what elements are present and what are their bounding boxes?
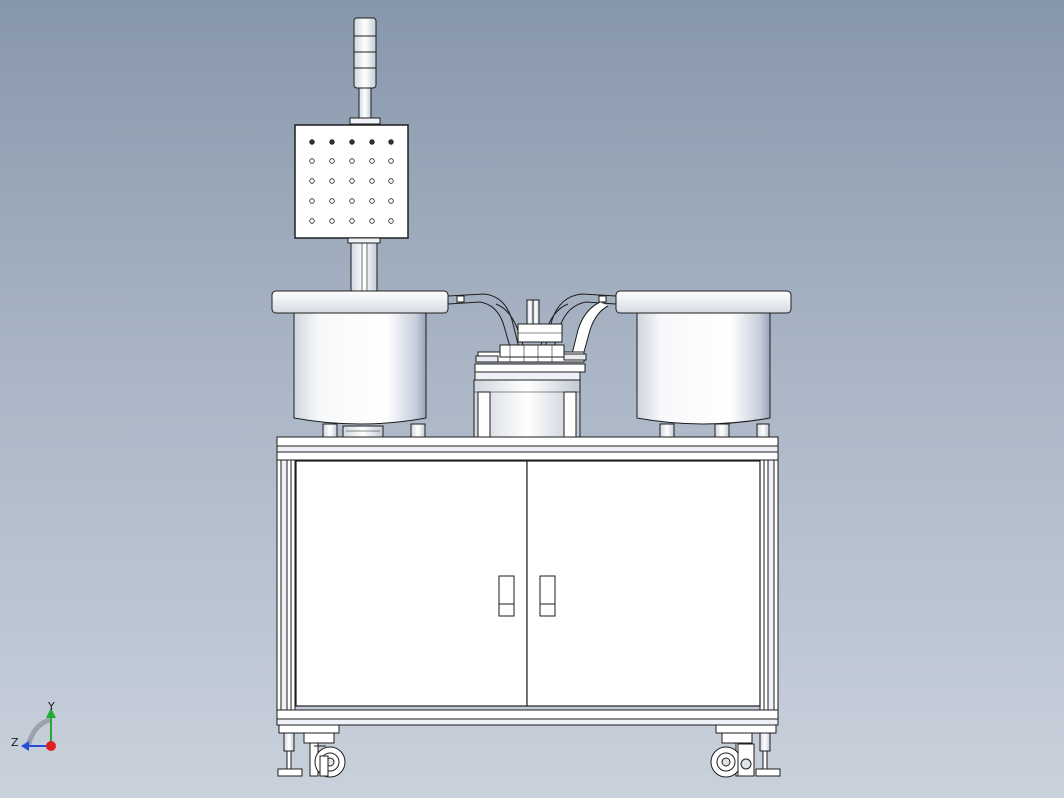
- signal-tower: [349, 17, 381, 125]
- cabinet-doors: [295, 460, 761, 707]
- y-axis-arrowhead: [46, 708, 56, 718]
- y-axis-label: Y: [47, 700, 55, 713]
- table-top: [276, 436, 779, 461]
- control-panel: [294, 124, 409, 244]
- x-axis-dot: [46, 741, 56, 751]
- z-axis-label: Z: [11, 736, 19, 749]
- left-vibratory-bowl: [271, 290, 449, 438]
- support-column: [350, 242, 378, 292]
- bottom-rail: [276, 709, 779, 726]
- z-axis-arrowhead: [21, 741, 29, 751]
- coordinate-triad: Y Z: [11, 700, 56, 751]
- right-caster: [710, 724, 781, 778]
- right-vibratory-bowl: [615, 290, 792, 438]
- left-caster: [277, 724, 346, 778]
- center-assembly: [474, 299, 587, 381]
- center-base-block: [473, 379, 581, 443]
- indicator-lights: [309, 139, 394, 224]
- right-door-handle: [539, 575, 556, 617]
- left-door-handle: [498, 575, 515, 617]
